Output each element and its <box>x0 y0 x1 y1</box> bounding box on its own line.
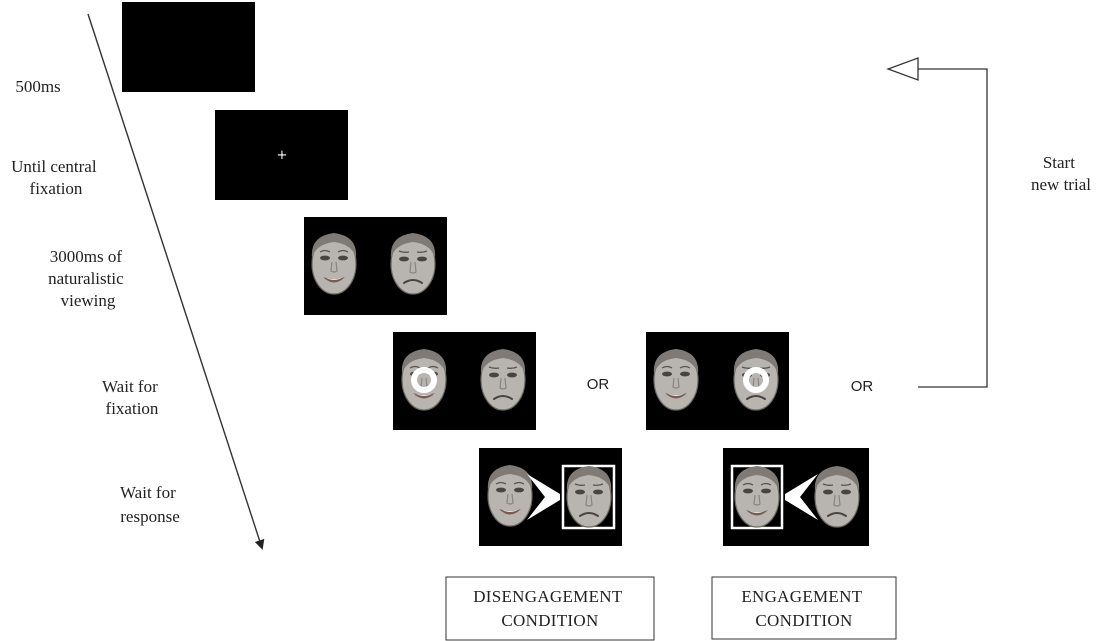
engagement-condition-box: ENGAGEMENT CONDITION <box>711 576 897 640</box>
step-label-central-fixation: Until central fixation <box>11 157 101 198</box>
arrow-cue-shape <box>527 474 560 520</box>
step-label-wait-response: Wait for response <box>120 483 180 526</box>
or-label-2: OR <box>851 378 874 395</box>
sad-face <box>732 348 780 411</box>
fixation-left-screen <box>393 332 536 430</box>
sad-face <box>813 465 861 528</box>
sad-face <box>479 348 527 411</box>
engagement-response-screen <box>723 448 869 546</box>
or-label-1: OR <box>587 376 610 393</box>
start-new-trial-loop-line <box>918 68 988 388</box>
step-label-naturalistic-viewing: 3000ms of naturalistic viewing <box>48 247 128 310</box>
disengagement-condition-box: DISENGAGEMENT CONDITION <box>445 576 655 641</box>
happy-face <box>734 465 780 528</box>
disengagement-response-screen <box>479 448 622 546</box>
happy-face <box>401 348 447 411</box>
happy-face <box>311 232 357 295</box>
step-label-500ms: 500ms <box>15 77 60 96</box>
step-label-wait-fixation: Wait for fixation <box>102 377 162 418</box>
fixation-screen <box>215 110 348 200</box>
svg-text:DISENGAGEMENT CONDITION: DISENGAGEMENT CONDITION <box>473 587 627 630</box>
svg-text:ENGAGEMENT CONDITION: ENGAGEMENT CONDITION <box>741 587 866 630</box>
timeline-arrow <box>87 13 265 550</box>
fixation-right-screen <box>646 332 789 430</box>
happy-face <box>487 464 533 527</box>
blank-screen <box>122 2 255 92</box>
arrow-cue-shape <box>785 474 818 520</box>
start-new-trial-label: Start new trial <box>1031 153 1091 194</box>
sad-face <box>565 465 613 528</box>
sad-face <box>389 232 437 295</box>
start-new-trial-arrowhead <box>886 57 919 81</box>
naturalistic-viewing-screen <box>304 217 447 315</box>
fixation-cross: + <box>277 148 288 163</box>
target-box <box>561 464 616 530</box>
happy-face <box>653 348 699 411</box>
